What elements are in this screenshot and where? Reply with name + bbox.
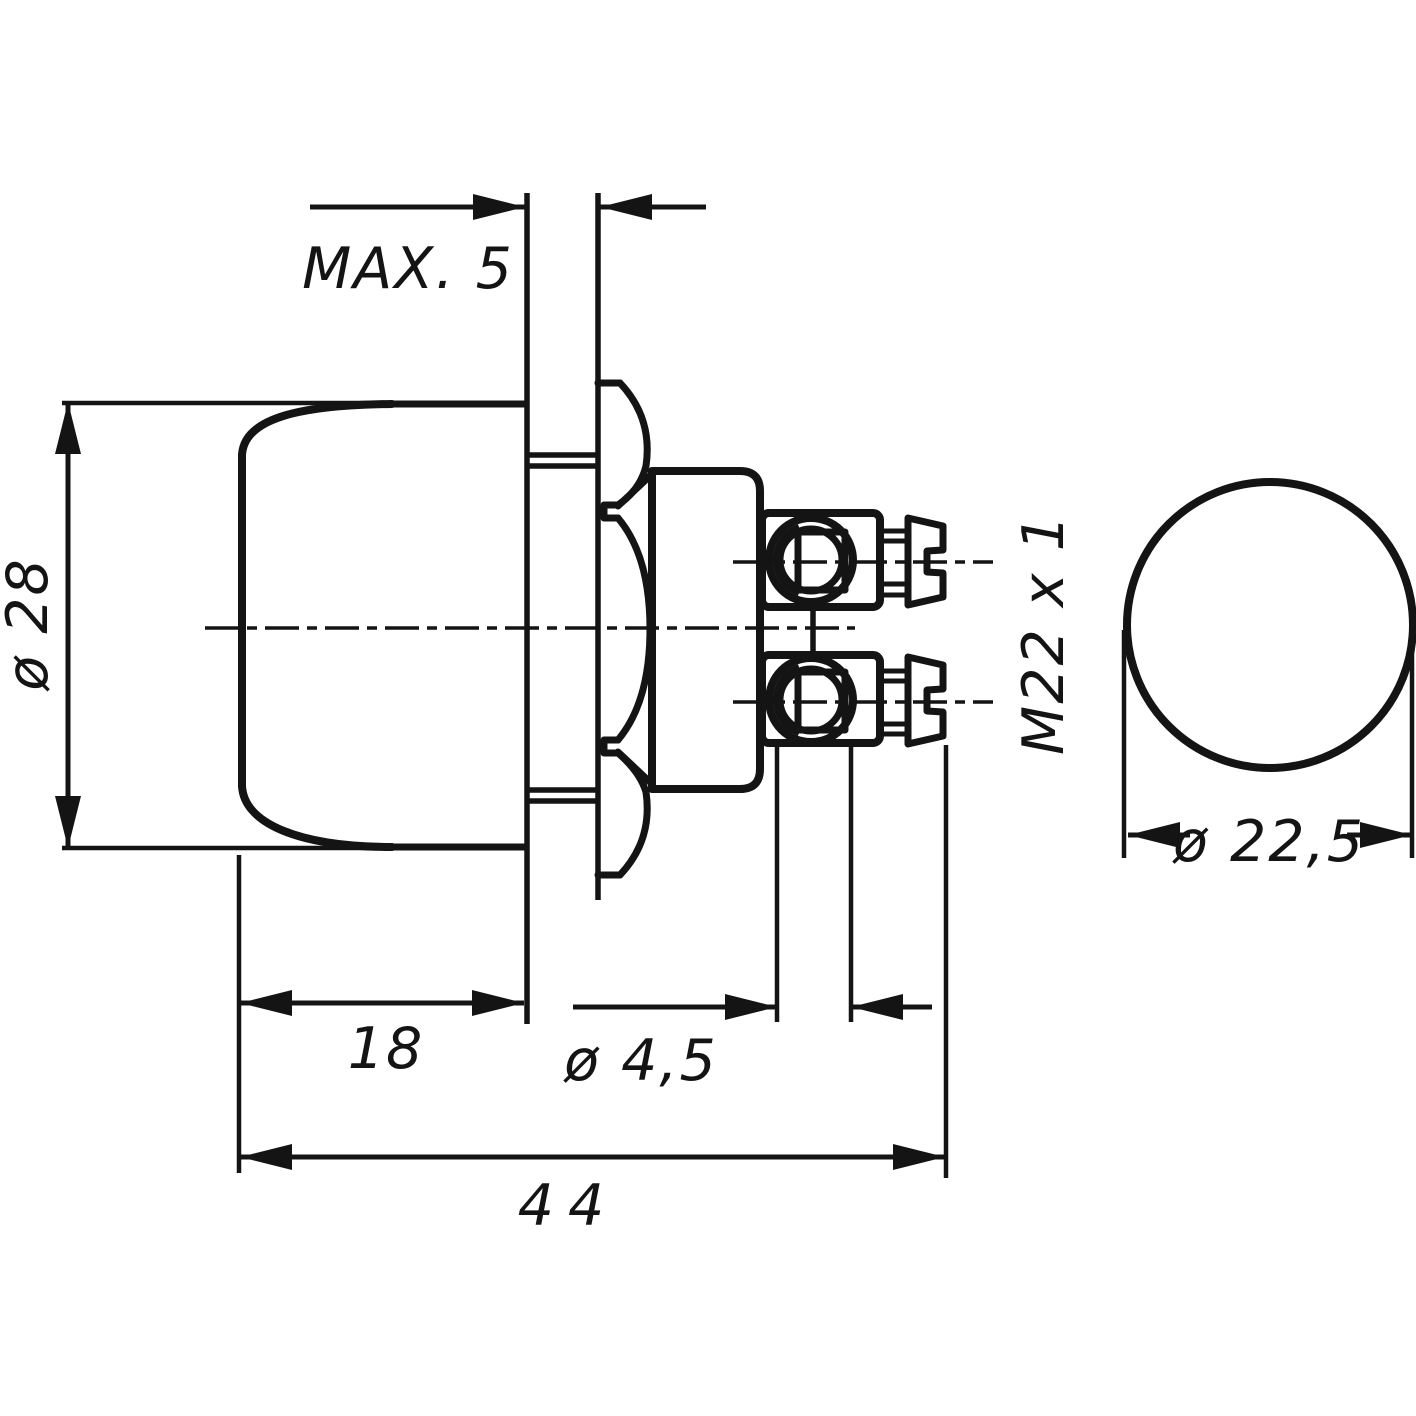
- centerlines: [205, 560, 993, 704]
- side-view: [62, 193, 993, 1024]
- button-cap-outline: [238, 400, 529, 851]
- dimension-total-length: 44: [240, 745, 949, 1239]
- dimension-terminal-hole: ø 4,5: [563, 747, 932, 1094]
- lower-screw-head: [904, 653, 947, 748]
- label-panel-thickness: MAX. 5: [302, 236, 514, 302]
- label-cap-diameter: ø 28: [0, 557, 61, 692]
- dimension-cap-length: 18: [236, 855, 524, 1173]
- upper-screw-head: [904, 514, 947, 609]
- upper-terminal-block: [758, 509, 884, 611]
- dimension-front-diameter: ø 22,5: [1121, 630, 1415, 875]
- label-terminal-hole: ø 4,5: [563, 1028, 718, 1094]
- switch-body: [648, 467, 764, 793]
- label-thread: M22 x 1: [1011, 513, 1077, 755]
- button-front-circle: [1123, 478, 1416, 772]
- front-view: ø 22,5: [1121, 478, 1416, 875]
- label-total-length: 44: [518, 1173, 619, 1239]
- dimension-cap-diameter: ø 28: [0, 402, 81, 848]
- upper-terminal-screw: [765, 514, 947, 609]
- label-cap-length: 18: [348, 1016, 425, 1082]
- mounting-panel: [524, 193, 601, 1024]
- label-front-diameter: ø 22,5: [1172, 809, 1365, 875]
- dimension-panel-thickness: MAX. 5: [302, 194, 706, 302]
- lower-terminal-screw: [765, 653, 947, 748]
